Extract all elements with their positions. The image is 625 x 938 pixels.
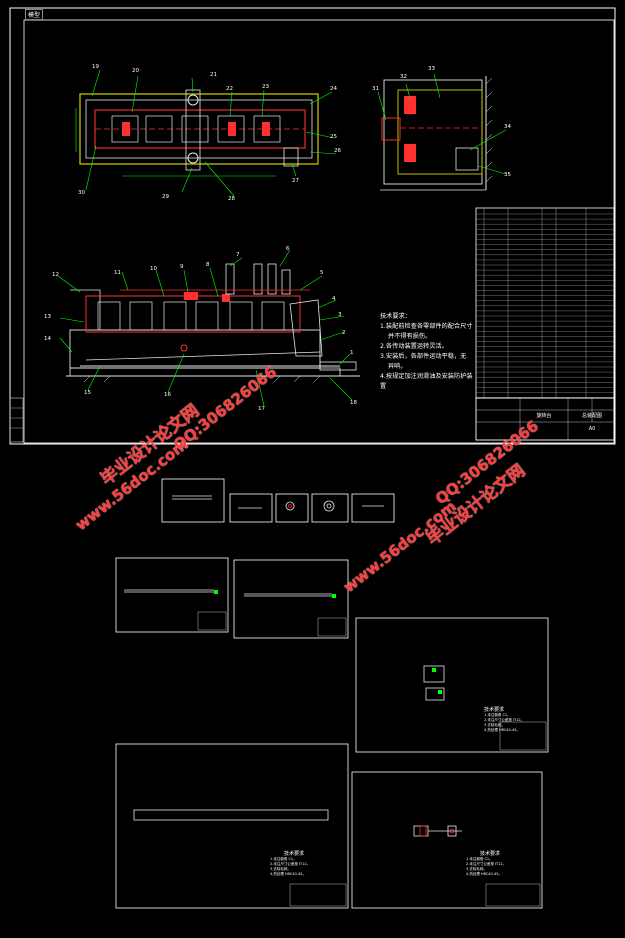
balloon-number: 12	[52, 272, 59, 278]
balloon-number: 2	[342, 330, 346, 336]
subsheet-note: 4.热处理 HRC40-45。	[270, 872, 306, 876]
balloon-number: 32	[400, 74, 407, 80]
balloon-number: 23	[262, 84, 269, 90]
subsheet-note: 1.未注倒角 C1。	[466, 857, 493, 861]
balloon-number: 3	[338, 312, 342, 318]
balloon-number: 13	[44, 314, 51, 320]
tech-requirements: 技术要求： 1.装配前检查各零部件的配合尺寸 并不得有损伤。 2.各传动装置运转…	[380, 312, 474, 392]
balloon-number: 11	[114, 270, 121, 276]
subsheet-notes-a: 技术要求 1.未注倒角 C1。 2.未注尺寸公差按 IT12。 3.去除毛刺。 …	[484, 708, 524, 733]
balloon-number: 25	[330, 134, 337, 140]
tech-req-line: 4.按规定加注润滑油及安装防护装置	[380, 373, 473, 390]
subsheet-notes-title: 技术要求	[284, 851, 305, 857]
balloon-number: 29	[162, 194, 169, 200]
subsheet-note: 3.去除毛刺。	[484, 723, 505, 727]
tech-req-line: 2.各传动装置运转灵活。	[380, 343, 448, 350]
balloon-number: 4	[332, 296, 336, 302]
balloon-number: 14	[44, 336, 51, 342]
balloon-number: 1	[350, 350, 354, 356]
balloon-number: 15	[84, 390, 91, 396]
tech-req-line: 并不得有损伤。	[388, 333, 432, 340]
balloon-number: 21	[210, 72, 217, 78]
balloon-number: 6	[286, 246, 290, 252]
subsheet-notes-title: 技术要求	[484, 707, 505, 713]
subsheet-notes-c: 技术要求 1.未注倒角 C1。 2.未注尺寸公差按 IT12。 3.去除毛刺。 …	[466, 852, 506, 877]
subsheet-note: 4.热处理 HRC40-45。	[466, 872, 502, 876]
balloon-number: 22	[226, 86, 233, 92]
balloon-number: 9	[180, 264, 184, 270]
balloon-number: 33	[428, 66, 435, 72]
title-block-name: 旋转台	[536, 413, 552, 419]
left-stamp-lines	[10, 407, 23, 429]
main-sheet-inner-frame	[23, 19, 615, 444]
balloon-number: 31	[372, 86, 379, 92]
model-tab[interactable]: 模型	[25, 9, 44, 20]
tech-req-line: 1.装配前检查各零部件的配合尺寸	[380, 323, 473, 330]
balloon-number: 10	[150, 266, 157, 272]
balloon-number: 27	[292, 178, 299, 184]
tech-req-title: 技术要求：	[380, 313, 411, 320]
balloon-number: 35	[504, 172, 511, 178]
balloon-number: 16	[164, 392, 171, 398]
front-view	[57, 249, 360, 407]
subsheet-notes-b: 技术要求 1.未注倒角 C1。 2.未注尺寸公差按 IT12。 3.去除毛刺。 …	[270, 852, 310, 877]
left-stamp-box	[9, 397, 24, 443]
thumbnail-accents	[214, 590, 442, 694]
thumbnail-title-blocks	[197, 611, 547, 907]
thumbnail-red-parts	[288, 504, 455, 837]
main-sheet-frame	[9, 7, 616, 445]
parts-list-table	[475, 207, 615, 441]
subsheet-note: 2.未注尺寸公差按 IT12。	[466, 862, 507, 866]
side-view	[377, 73, 507, 191]
tech-req-line: 3.安装后，各部件运动平稳，无	[380, 353, 467, 360]
balloon-number: 24	[330, 86, 337, 92]
subsheet-note: 3.去除毛刺。	[466, 867, 487, 871]
balloon-number: 8	[206, 262, 210, 268]
balloon-number: 30	[78, 190, 85, 196]
subsheet-note: 1.未注倒角 C1。	[270, 857, 297, 861]
subsheet-note: 2.未注尺寸公差按 IT12。	[270, 862, 311, 866]
balloon-number: 28	[228, 196, 235, 202]
balloon-number: 19	[92, 64, 99, 70]
tech-req-line: 异响。	[388, 363, 407, 370]
title-block-drawing: 总装配图	[581, 413, 602, 419]
subsheet-note: 2.未注尺寸公差按 IT12。	[484, 718, 525, 722]
thumbnail-parts	[124, 495, 462, 837]
balloon-number: 5	[320, 270, 324, 276]
balloon-number: 18	[350, 400, 357, 406]
subsheet-note: 1.未注倒角 C1。	[484, 713, 511, 717]
subsheet-note: 4.热处理 HRC40-45。	[484, 728, 520, 732]
thumbnail-sheets	[115, 478, 549, 909]
plan-view	[75, 69, 337, 197]
balloon-number: 7	[236, 252, 240, 258]
balloon-number: 34	[504, 124, 511, 130]
title-block-scale: A0	[588, 426, 596, 432]
balloon-number: 17	[258, 406, 265, 412]
subsheet-note: 3.去除毛刺。	[270, 867, 291, 871]
balloon-number: 20	[132, 68, 139, 74]
balloon-number: 26	[334, 148, 341, 154]
subsheet-notes-title: 技术要求	[480, 851, 501, 857]
